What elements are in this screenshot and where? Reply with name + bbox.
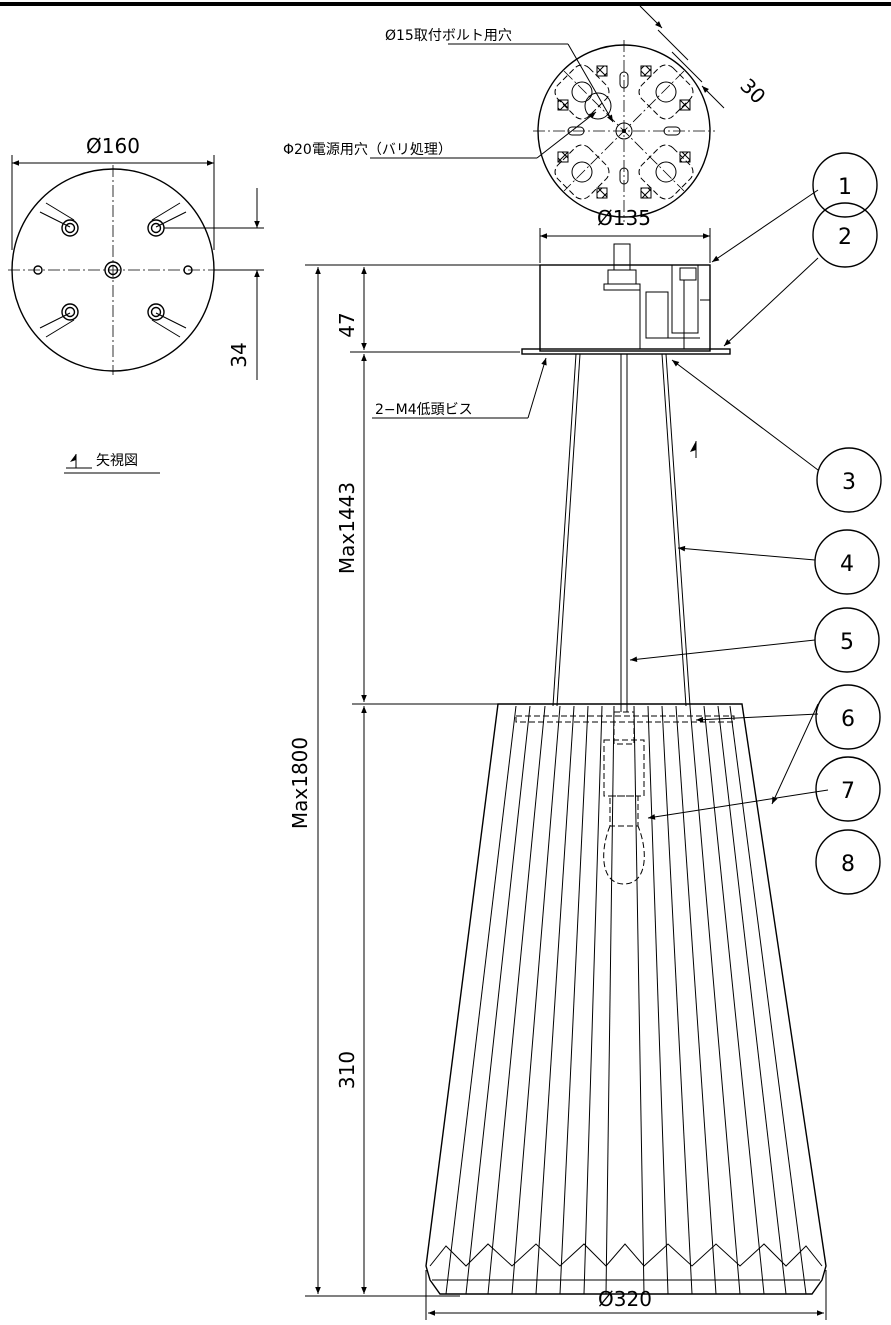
balloon-callouts: 1 2 3 4 5 6 7 8 [629, 152, 882, 895]
balloon-2-label: 2 [838, 225, 852, 250]
balloon-5-label: 5 [840, 630, 854, 655]
shade-pleats [445, 705, 807, 1295]
balloon-8-label: 8 [841, 852, 855, 877]
view-label: 矢視図 [96, 453, 138, 469]
balloon-1: 1 [812, 152, 878, 218]
power-hole-label: Φ20電源用穴（バリ処理） [283, 142, 452, 158]
ceiling-plate-view: Ø15取付ボルト用穴 Φ20電源用穴（バリ処理） 30 [283, 5, 770, 222]
balloon-3: 3 [816, 447, 882, 513]
lamp-shade [425, 703, 827, 1295]
shade-height-label: 310 [335, 1051, 359, 1089]
balloon-1-label: 1 [838, 175, 852, 200]
canopy-diameter-label: Ø135 [597, 206, 651, 230]
canopy-plate [521, 348, 731, 355]
power-cord [620, 354, 628, 712]
offset-dimension-label: 34 [227, 342, 251, 367]
balloon-7-label: 7 [841, 779, 855, 804]
balloon-8: 8 [815, 829, 881, 895]
spacing-dimension-label: 30 [735, 74, 770, 109]
cord-length-label: Max1443 [335, 482, 359, 574]
balloon-6-label: 6 [841, 707, 855, 732]
bolt-hole-label: Ø15取付ボルト用穴 [385, 28, 512, 44]
canopy-body [539, 264, 711, 352]
balloon-6: 6 [815, 684, 881, 750]
bulb-socket [603, 711, 645, 885]
screw-label: 2−M4低頭ビス [375, 402, 473, 418]
balloon-2: 2 [812, 202, 878, 268]
view-arrow-marker [690, 441, 697, 458]
balloon-5: 5 [814, 607, 880, 673]
side-view: Ø135 47 Max1443 Max1800 310 2−M4低頭ビス [288, 206, 827, 1320]
balloon-7: 7 [815, 756, 881, 822]
canopy-height-label: 47 [335, 312, 359, 337]
suspension-wires [552, 353, 691, 707]
mounting-holes [33, 219, 193, 321]
total-length-label: Max1800 [288, 737, 312, 829]
balloon-3-label: 3 [842, 470, 856, 495]
view-arrow-symbol [66, 454, 92, 469]
shade-diameter-label: Ø320 [598, 1287, 652, 1311]
arrow-view: Ø160 34 矢視図 [8, 134, 264, 474]
balloon-4-label: 4 [840, 552, 854, 577]
top-view-diameter-label: Ø160 [86, 134, 140, 158]
balloon-4: 4 [814, 529, 880, 595]
